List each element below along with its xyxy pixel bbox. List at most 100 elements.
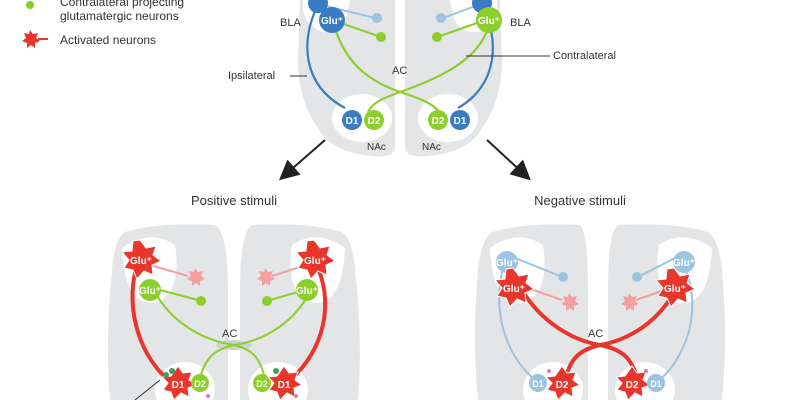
d1-neuron-negative-left	[529, 374, 547, 392]
d2-label-top-left: D2	[368, 116, 381, 127]
glu-green-label-positive-right: Glu⁺	[296, 286, 318, 297]
d2-label-top-right: D2	[432, 116, 445, 127]
activated-glu-neuron-negative-right	[654, 267, 696, 308]
legend-glutamatergic-text: glutamatergic neurons	[60, 9, 179, 23]
glu-green-neuron-positive-left	[139, 279, 161, 301]
glu-green-label-positive-left: Glu⁺	[139, 286, 161, 297]
green-neuron-legend-icon	[26, 1, 34, 9]
contralateral-axon-right	[367, 27, 490, 113]
red-ipsilateral-axon-right	[288, 261, 328, 382]
legend-activated-text: Activated neurons	[60, 33, 156, 47]
glu-blue-label-negative-right: Glu⁺	[673, 258, 695, 269]
callout-pointer	[134, 379, 161, 400]
green-contralateral-axon-left	[154, 291, 266, 379]
d1-label-negative-right: D1	[650, 379, 662, 389]
d2-label-positive-right: D2	[256, 379, 268, 389]
ipsilateral-axon-left	[306, 4, 346, 109]
nac-label-right: NAc	[422, 142, 441, 153]
glu-label-top-left: Glu⁺	[321, 16, 343, 27]
d1-neuron-top-left	[342, 110, 362, 130]
contralateral-label: Contralateral	[553, 50, 616, 62]
negative-stimuli-title: Negative stimuli	[534, 193, 626, 208]
green-collateral-positive-left	[159, 289, 199, 301]
glu-green-neuron-positive-right	[296, 279, 318, 301]
red-contralateral-axon-right	[563, 289, 677, 381]
pink-activated-target-right	[257, 268, 275, 286]
d2-label-negative-right: D2	[626, 380, 639, 391]
d2-neuron-positive-left	[191, 374, 209, 392]
ac-label-top: AC	[392, 65, 407, 77]
pink-collateral-left	[149, 264, 189, 277]
red-ipsilateral-axon-left	[130, 261, 170, 382]
green-collateral-left	[337, 21, 379, 37]
d1-neuron-top-right	[450, 110, 470, 130]
activated-d1-neuron-positive-left	[160, 365, 198, 400]
arrow-to-positive	[278, 139, 326, 181]
blue-target-right	[436, 13, 446, 23]
d2-label-negative-left: D2	[556, 380, 569, 391]
activated-glu-neuron-negative-left	[493, 267, 535, 308]
d1-label-negative-left: D1	[532, 379, 544, 389]
synaptic-dot	[206, 394, 210, 398]
d2-neuron-top-left	[364, 110, 384, 130]
d1-label-top-right: D1	[454, 116, 467, 127]
d1-label-top-left: D1	[346, 116, 359, 127]
blue-target-left	[372, 13, 382, 23]
top-panel: Glu⁺ Glu⁺ D1 D2 D2 D1 BLA BLA AC Ipsilat…	[228, 0, 616, 181]
arrow-to-negative	[486, 139, 531, 181]
activated-d2-neuron-negative-left	[544, 365, 582, 400]
green-collateral-right	[439, 21, 481, 37]
ac-label-positive: AC	[222, 328, 237, 340]
ipsilateral-label: Ipsilateral	[228, 70, 275, 82]
blue-neuron-left-top	[308, 0, 328, 13]
pink-collateral-negative-left	[527, 287, 563, 301]
blue-collateral-negative-right	[639, 257, 676, 277]
legend: Contralateral projecting glutamatergic n…	[22, 0, 184, 48]
d2-neuron-positive-right	[253, 374, 271, 392]
glu-red-label-positive-left: Glu⁺	[130, 256, 152, 267]
synaptic-dot	[169, 368, 175, 374]
blue-target-negative-left	[558, 272, 568, 282]
d2-label-positive-left: D2	[194, 379, 206, 389]
glu-red-label-positive-right: Glu⁺	[304, 256, 326, 267]
d2-neuron-top-right	[428, 110, 448, 130]
synaptic-dot	[294, 394, 298, 398]
legend-contralateral-text: Contralateral projecting	[60, 0, 184, 9]
pink-activated-target-negative-left	[561, 293, 579, 311]
green-target-positive-right	[262, 296, 272, 306]
activated-d1-neuron-positive-right	[266, 365, 304, 400]
ac-label-negative: AC	[588, 328, 603, 340]
glu-red-label-negative-right: Glu⁺	[664, 284, 686, 295]
green-contralateral-axon-right	[199, 291, 311, 379]
synaptic-dot	[547, 369, 551, 373]
glu-neuron-right-green	[476, 7, 502, 33]
positive-stimuli-title: Positive stimuli	[191, 193, 277, 208]
synaptic-dot	[163, 372, 169, 378]
pink-activated-target-left	[187, 268, 205, 286]
blue-target-negative-right	[632, 272, 642, 282]
glu-blue-neuron-negative-left	[496, 251, 518, 273]
activated-glu-neuron-positive-right	[294, 239, 336, 280]
negative-stimuli-panel: Negative stimuli Glu⁺ Glu⁺ Glu⁺ Glu⁺ AC …	[475, 193, 725, 400]
green-target-left	[376, 32, 386, 42]
blue-collateral-negative-left	[514, 257, 561, 277]
positive-stimuli-panel: Positive stimuli Glu⁺ Glu⁺ Glu⁺ Glu⁺ AC	[107, 193, 360, 400]
activated-neuron-legend-icon	[22, 30, 40, 48]
d1-label-positive-right: D1	[278, 380, 291, 391]
pink-activated-target-negative-right	[621, 293, 639, 311]
blue-collateral-right	[442, 4, 479, 19]
glu-neuron-left-blue	[319, 7, 345, 33]
glu-blue-neuron-negative-right	[673, 251, 695, 273]
glu-red-label-negative-left: Glu⁺	[503, 284, 525, 295]
activated-glu-neuron-positive-left	[120, 239, 162, 280]
blue-ipsilateral-axon-negative-left	[498, 261, 536, 381]
activated-d2-neuron-negative-right	[614, 365, 652, 400]
bla-label: BLA	[280, 17, 301, 29]
green-target-right	[432, 32, 442, 42]
d1-neuron-negative-right	[647, 374, 665, 392]
bla-label-right: BLA	[510, 17, 531, 29]
nac-region-left	[332, 94, 392, 142]
synaptic-dot	[644, 369, 648, 373]
glu-blue-label-negative-left: Glu⁺	[496, 258, 518, 269]
